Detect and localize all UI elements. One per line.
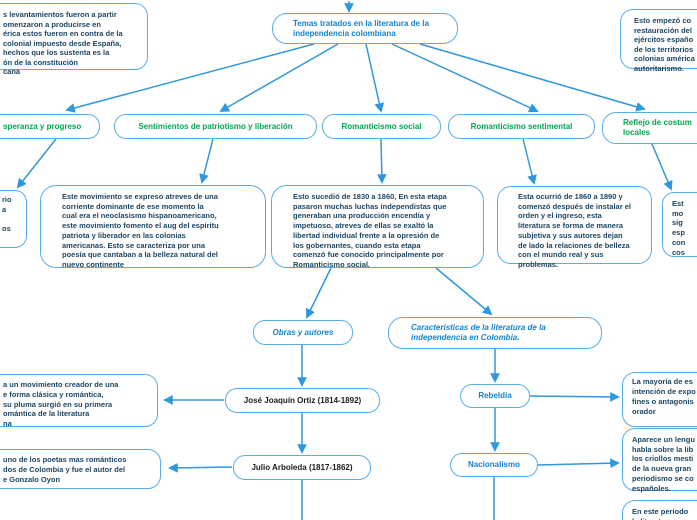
theme-esperanza[interactable]: speranza y progreso — [0, 114, 100, 139]
note-periodo[interactable]: En este período la literatura — [622, 500, 697, 520]
note-nacionalismo[interactable]: Aparece un lengu habla sobre la lib los … — [622, 428, 697, 493]
note-top-right[interactable]: Esto empezó co restauración del ejército… — [620, 9, 697, 73]
note-periodo-text: En este período la literatura — [632, 507, 689, 520]
note-sliver-left-text: rio a os — [2, 195, 12, 234]
theme-romanticismo-social[interactable]: Romanticismo social — [322, 114, 441, 139]
branch-obras[interactable]: Obras y autores — [253, 320, 353, 345]
note-ortiz[interactable]: a un movimiento creador de una e forma c… — [0, 374, 158, 429]
theme-patriotismo-label: Sentimientos de patriotismo y liberación — [138, 121, 293, 131]
root-topic-label: Temas tratados en la literatura de la in… — [293, 19, 429, 38]
theme-costumbres-label: Reflejo de costum locales — [623, 118, 692, 137]
note-top-right-text: Esto empezó co restauración del ejército… — [634, 16, 695, 73]
author-ortiz[interactable]: José Joaquín Ortiz (1814-1892) — [225, 388, 380, 413]
item-rebeldia-label: Rebeldía — [478, 391, 512, 400]
desc-romanticismo-sentimental-text: Esta ocurrió de 1860 a 1890 y comenzó de… — [518, 192, 631, 269]
branch-caracteristicas[interactable]: Características de la literatura de la i… — [388, 317, 602, 349]
branch-caracteristicas-label: Características de la literatura de la i… — [411, 323, 546, 342]
desc-patriotismo[interactable]: Este movimiento se expreso atreves de un… — [40, 185, 266, 269]
author-arboleda-label: Julio Arboleda (1817-1862) — [251, 462, 353, 472]
item-nacionalismo[interactable]: Nacionalismo — [450, 453, 538, 477]
note-rebeldia-text: La mayoría de es intención de expo fines… — [632, 377, 696, 416]
root-topic[interactable]: Temas tratados en la literatura de la in… — [272, 13, 458, 44]
note-sliver-right-text: Est mo sig esp con cos — [672, 199, 686, 257]
note-arboleda-text: uno de los poetas mas románticos dos de … — [3, 455, 127, 484]
desc-romanticismo-social[interactable]: Esto sucedió de 1830 a 1860, En esta eta… — [271, 185, 484, 269]
theme-costumbres[interactable]: Reflejo de costum locales — [602, 112, 697, 144]
desc-patriotismo-text: Este movimiento se expreso atreves de un… — [62, 192, 219, 269]
note-ortiz-text: a un movimiento creador de una e forma c… — [3, 380, 119, 429]
note-nacionalismo-text: Aparece un lengu habla sobre la lib los … — [632, 435, 695, 493]
author-arboleda[interactable]: Julio Arboleda (1817-1862) — [233, 455, 371, 480]
note-top-left[interactable]: s levantamientos fueron a partir omenzar… — [0, 3, 148, 76]
desc-romanticismo-sentimental[interactable]: Esta ocurrió de 1860 a 1890 y comenzó de… — [497, 186, 652, 269]
theme-romanticismo-sentimental-label: Romanticismo sentimental — [470, 121, 573, 131]
note-sliver-left[interactable]: rio a os — [0, 190, 27, 248]
item-rebeldia[interactable]: Rebeldía — [460, 384, 530, 408]
author-ortiz-label: José Joaquín Ortiz (1814-1892) — [243, 395, 362, 405]
theme-romanticismo-sentimental[interactable]: Romanticismo sentimental — [448, 114, 595, 139]
note-arboleda[interactable]: uno de los poetas mas románticos dos de … — [0, 449, 161, 489]
item-nacionalismo-label: Nacionalismo — [467, 460, 520, 469]
theme-romanticismo-social-label: Romanticismo social — [341, 121, 422, 131]
note-sliver-right[interactable]: Est mo sig esp con cos — [662, 192, 697, 257]
theme-patriotismo[interactable]: Sentimientos de patriotismo y liberación — [114, 114, 317, 139]
branch-obras-label: Obras y autores — [272, 327, 334, 337]
note-top-left-text: s levantamientos fueron a partir omenzar… — [3, 10, 123, 76]
theme-esperanza-label: speranza y progreso — [3, 121, 82, 131]
note-rebeldia[interactable]: La mayoría de es intención de expo fines… — [622, 372, 697, 427]
desc-romanticismo-social-text: Esto sucedió de 1830 a 1860, En esta eta… — [293, 192, 447, 269]
